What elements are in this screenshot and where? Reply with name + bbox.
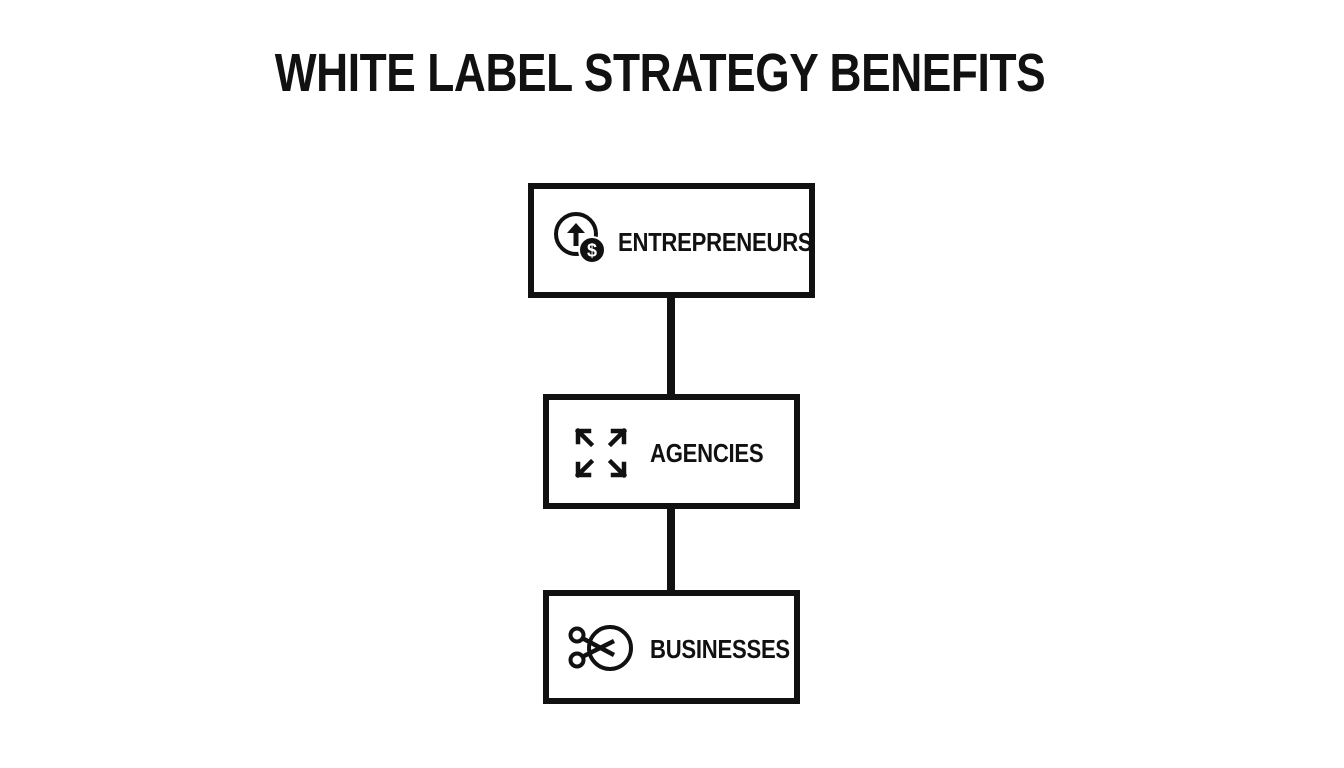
diagram-title: WHITE LABEL STRATEGY BENEFITS [274, 43, 1046, 103]
expand-arrows-icon [575, 428, 627, 478]
node-label: BUSINESSES [650, 634, 790, 664]
connector-line [667, 507, 675, 592]
connector-line [667, 296, 675, 396]
growth-dollar-icon: $ [554, 212, 606, 264]
scissors-icon [568, 625, 633, 671]
node-entrepreneurs: $ ENTREPRENEURS [528, 183, 815, 298]
node-label: ENTREPRENEURS [618, 227, 813, 257]
svg-text:$: $ [587, 241, 597, 261]
node-businesses: BUSINESSES [543, 590, 800, 704]
node-agencies: AGENCIES [543, 394, 800, 509]
node-label: AGENCIES [650, 438, 764, 468]
